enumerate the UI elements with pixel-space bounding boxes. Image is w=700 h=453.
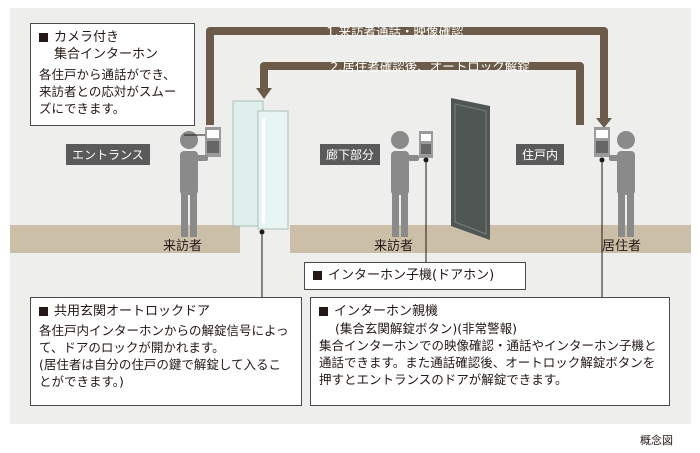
camera-intercom-callout: カメラ付き 集合インターホン 各住戸から通話ができ、来訪者との応対がスムーズにで…: [30, 23, 195, 126]
master-title: インターホン親機: [334, 304, 439, 319]
door-phone-title-row: インターホン子機(ドアホン): [313, 267, 517, 284]
role-visitor-corridor: 来訪者: [374, 239, 414, 254]
square-bullet-icon: [39, 33, 48, 42]
role-resident: 居住者: [602, 239, 642, 254]
door-phone-icon: [419, 131, 433, 158]
autolock-door-callout: 共用玄関オートロックドア 各住戸内インターホンからの解錠信号によって、ドアのロッ…: [30, 297, 302, 406]
camera-intercom-title: カメラ付き 集合インターホン: [54, 30, 159, 62]
square-bullet-icon: [39, 307, 48, 316]
door-phone-title: インターホン子機(ドアホン): [328, 268, 495, 283]
camera-intercom-title-row: カメラ付き 集合インターホン: [39, 29, 186, 63]
autolock-door-icon: [232, 100, 289, 230]
flow-label-2: 2.居住者確認後、オートロック解錠: [330, 59, 530, 74]
area-label-dwelling: 住戸内: [516, 144, 565, 165]
flow-arrow-2: [256, 62, 584, 125]
camera-intercom-body: 各住戸から通話ができ、来訪者との応対がスムーズにできます。: [39, 67, 177, 116]
master-body: 集合インターホンでの映像確認・通話やインターホン子機と通話できます。また通話確認…: [319, 338, 657, 387]
door-phone-callout: インターホン子機(ドアホン): [304, 262, 526, 290]
role-visitor-entrance: 来訪者: [163, 239, 203, 254]
resident-figure: [609, 131, 635, 237]
area-label-entrance: エントランス: [66, 144, 150, 165]
square-bullet-icon: [313, 271, 322, 280]
entrance-intercom-icon: [205, 127, 221, 157]
flow-label-1: 1.来訪者通話・映像確認: [326, 24, 464, 39]
dwelling-door-icon: [451, 98, 490, 240]
master-subtitle: (集合玄関解錠ボタン)(非常警報): [335, 321, 518, 336]
autolock-title: 共用玄関オートロックドア: [54, 304, 211, 319]
area-label-corridor: 廊下部分: [320, 144, 381, 165]
master-title-row: インターホン親機: [319, 303, 661, 320]
visitor-corridor-figure: [391, 131, 419, 237]
autolock-body: 各住戸内インターホンからの解錠信号によって、ドアのロックが開かれます。 (居住者…: [39, 323, 289, 389]
entrance-floor: [10, 225, 240, 253]
concept-footnote: 概念図: [640, 434, 673, 447]
autolock-title-row: 共用玄関オートロックドア: [39, 303, 293, 320]
master-intercom-callout: インターホン親機 (集合玄関解錠ボタン)(非常警報) 集合インターホンでの映像確…: [310, 297, 670, 406]
master-intercom-icon: [594, 127, 610, 157]
leader-lines: [184, 134, 603, 297]
visitor-entrance-figure: [180, 131, 208, 237]
square-bullet-icon: [319, 307, 328, 316]
flow-arrow-1: [206, 27, 612, 128]
